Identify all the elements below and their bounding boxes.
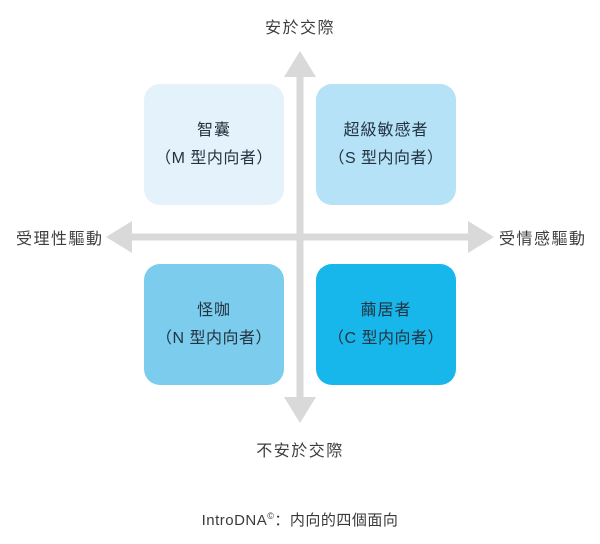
quadrant-subtitle: （C 型内向者） (327, 329, 444, 347)
axis-label-top: 安於交際 (264, 20, 335, 37)
quadrant-subtitle: （S 型内向者） (328, 149, 444, 167)
quadrant-subtitle: （N 型内向者） (155, 329, 272, 347)
horizontal-axis-line (128, 233, 472, 241)
quadrant-bottom-left: 怪咖 （N 型内向者） (144, 264, 284, 385)
caption: IntroDNA©：内向的四個面向 (0, 509, 600, 530)
axis-label-bottom: 不安於交際 (256, 443, 344, 460)
quadrant-subtitle: （M 型内向者） (155, 149, 273, 167)
quadrant-title: 智囊 (196, 122, 231, 140)
axes-shapes (106, 51, 494, 423)
quadrant-title: 怪咖 (196, 302, 231, 320)
brand-name: IntroDNA (201, 512, 268, 529)
quadrant-top-left: 智囊 （M 型内向者） (144, 84, 284, 205)
caption-text: 内向的四個面向 (289, 512, 399, 529)
quadrant-title: 繭居者 (360, 302, 412, 320)
arrow-up-icon (284, 51, 316, 77)
arrow-right-icon (468, 221, 494, 253)
copyright-symbol: © (267, 511, 275, 521)
caption-separator: ： (274, 512, 290, 529)
axis-label-left: 受理性驅動 (16, 231, 104, 248)
arrow-left-icon (106, 221, 132, 253)
arrow-down-icon (284, 397, 316, 423)
quadrant-top-right: 超級敏感者 （S 型内向者） (316, 84, 456, 205)
axis-label-right: 受情感驅動 (499, 231, 587, 248)
quadrant-bottom-right: 繭居者 （C 型内向者） (316, 264, 456, 385)
quadrant-title: 超級敏感者 (343, 122, 429, 140)
